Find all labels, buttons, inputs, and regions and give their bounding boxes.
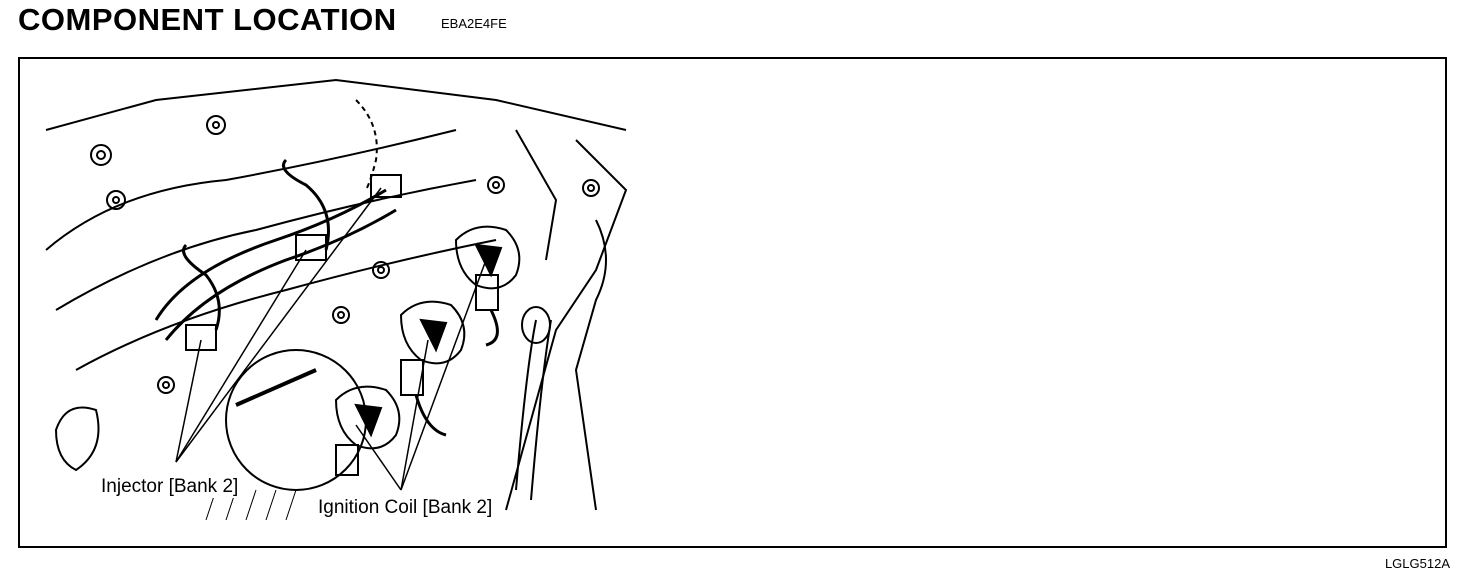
ignition-coil-label: Ignition Coil [Bank 2] [316,497,495,519]
engine-illustration [45,78,628,521]
injector-label: Injector [Bank 2] [99,476,241,498]
page-title: COMPONENT LOCATION [18,2,397,37]
figure-frame [18,57,1447,548]
figure-id: LGLG512A [1384,556,1450,571]
section-code: EBA2E4FE [441,16,507,31]
